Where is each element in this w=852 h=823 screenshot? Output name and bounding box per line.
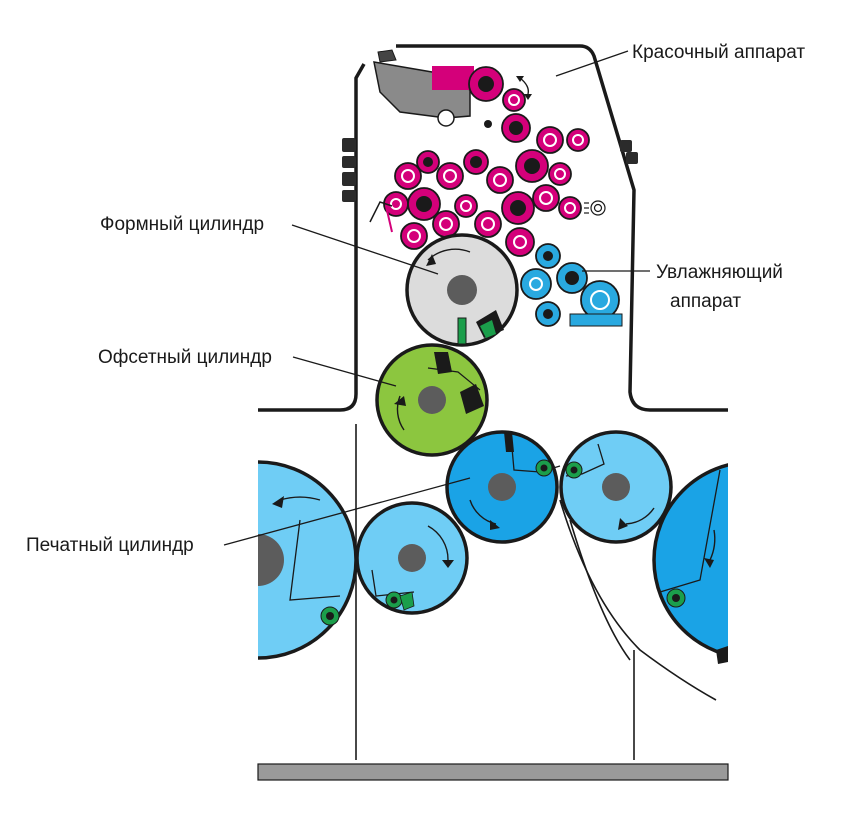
side-mounts-right — [620, 140, 638, 164]
ink-roller-cores — [390, 94, 584, 249]
label-dampening-unit-line2: аппарат — [670, 291, 741, 312]
impression-cylinder — [445, 430, 561, 544]
ink-sensor-icon — [584, 200, 606, 216]
machine-frame — [258, 44, 728, 412]
label-plate-cylinder: Формный цилиндр — [100, 214, 264, 235]
dampening-roller-hubs — [543, 251, 579, 319]
delivery-transfer-cylinder — [559, 430, 673, 544]
label-impression-cylinder: Печатный цилиндр — [26, 535, 194, 556]
blanket-cylinder — [375, 343, 489, 457]
water-trough — [569, 313, 623, 327]
ink-roller-hubs — [416, 76, 540, 216]
side-mounts-left — [342, 138, 356, 202]
label-blanket-cylinder: Офсетный цилиндр — [98, 347, 272, 368]
small-transfer-cylinder — [355, 501, 469, 615]
label-inking-unit: Красочный аппарат — [632, 42, 805, 63]
base-plate — [257, 763, 729, 781]
dampening-roller-cores — [529, 277, 610, 310]
paper-path — [559, 499, 717, 701]
oscillation-arrow — [516, 76, 532, 100]
leader-lines — [223, 50, 650, 546]
plate-cylinder — [405, 233, 519, 347]
frame-posts — [355, 424, 635, 760]
left-transfer-cylinder — [258, 460, 358, 660]
ink-fountain — [373, 49, 492, 128]
label-dampening-unit-line1: Увлажняющий — [656, 262, 783, 283]
ink-scraper — [369, 201, 393, 233]
right-transfer-cylinder — [652, 463, 728, 664]
